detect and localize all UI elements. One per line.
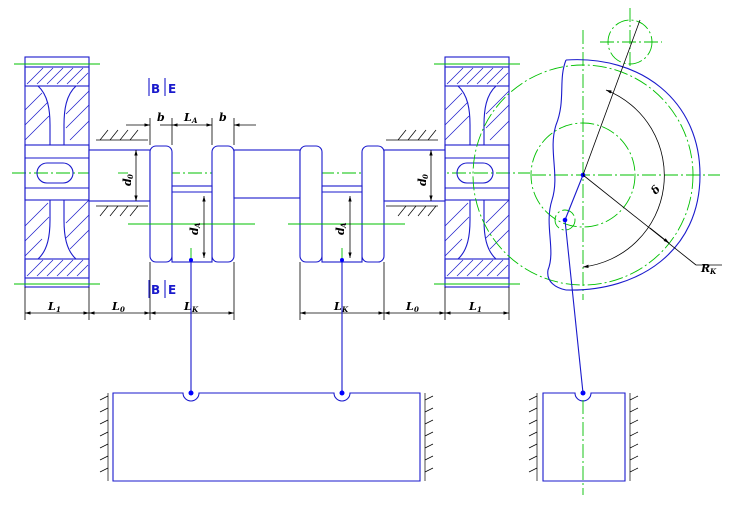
cylinder-block-right	[528, 390, 639, 495]
dim-l1-right-main: L	[468, 300, 477, 313]
cylinder-block-left	[99, 390, 434, 482]
length-dimensions: L 1 L 0 L K L K L 0 L 1	[24, 262, 510, 320]
left-flywheel	[14, 56, 100, 288]
piston-links	[189, 248, 344, 393]
section-mark-bottom-b: B	[151, 283, 160, 297]
dim-l0-right-sub: 0	[414, 305, 419, 314]
section-mark-top-e: E	[168, 82, 176, 96]
dim-lk-right-sub: K	[341, 305, 349, 314]
dim-l0-right-main: L	[405, 300, 414, 313]
dim-l1-right-sub: 1	[477, 305, 482, 314]
dim-d0-left-main: d	[121, 178, 134, 186]
angle-delta-label: δ	[648, 183, 663, 198]
dim-d0-right-main: d	[416, 178, 429, 186]
dim-d0-right-sub: 0	[421, 174, 430, 179]
diameter-dimensions: d 0 d 0 d A d A	[121, 150, 433, 258]
left-crankpin-joint	[189, 258, 193, 262]
dim-lk-right-main: L	[333, 300, 342, 313]
dim-la-sub: A	[191, 116, 198, 125]
shaft-body	[88, 129, 446, 263]
radius-rk-main: R	[700, 262, 710, 275]
section-mark-bottom-e: E	[168, 283, 176, 297]
dim-l1-left-sub: 1	[56, 305, 61, 314]
section-mark-top-b: B	[151, 82, 160, 96]
section-mark-bottom: B E	[148, 280, 176, 298]
dim-l0-left-sub: 0	[120, 305, 125, 314]
dim-da-left-main: d	[188, 227, 201, 235]
right-crankpin-joint	[340, 258, 344, 262]
top-dimensions: b L A b	[126, 111, 256, 145]
dim-l0-left-main: L	[111, 300, 120, 313]
radius-rk-sub: K	[709, 267, 717, 276]
dim-b-right: b	[219, 111, 227, 124]
dim-d0-left-sub: 0	[126, 174, 135, 179]
section-mark-top: B E	[148, 78, 176, 96]
dim-la-main: L	[183, 111, 192, 124]
dim-l1-left-main: L	[47, 300, 56, 313]
crank-side-view: δ R K	[472, 8, 722, 394]
dim-da-right-sub: A	[339, 222, 348, 229]
dim-lk-left-main: L	[183, 300, 192, 313]
dim-da-left-sub: A	[193, 222, 202, 229]
dim-lk-left-sub: K	[191, 305, 199, 314]
dim-b-left: b	[157, 111, 165, 124]
right-flywheel	[434, 56, 520, 288]
dim-da-right-main: d	[334, 227, 347, 235]
